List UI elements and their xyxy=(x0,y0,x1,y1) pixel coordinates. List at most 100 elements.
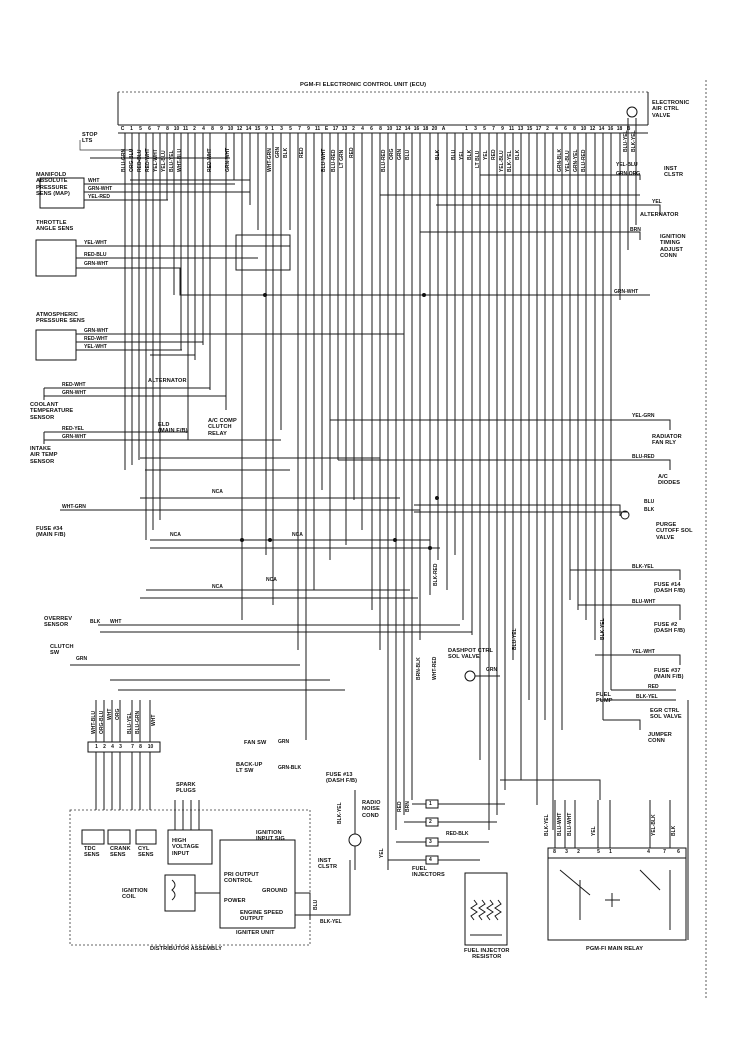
ecu-pin: 16 xyxy=(413,126,420,132)
coolant-sensor-wires xyxy=(43,387,226,400)
ecu-pin: 8 xyxy=(211,126,214,132)
clutch-sw-label: CLUTCH SW xyxy=(50,644,74,657)
nca-label: NCA xyxy=(212,584,223,590)
ecu-pin: E xyxy=(324,126,329,132)
wire-label: BLK xyxy=(283,147,289,158)
dist-pin: 3 xyxy=(119,744,122,750)
ecu-pin: 20 xyxy=(431,126,438,132)
coolant-wire: GRN-WHT xyxy=(62,390,87,396)
ecu-pin: 15 xyxy=(526,126,533,132)
blk-yel-wire: BLK-YEL xyxy=(320,919,342,925)
nca-label: NCA xyxy=(170,532,181,538)
ecu-pin: 5 xyxy=(289,126,292,132)
relay-wire: BLU-WHT xyxy=(567,812,573,836)
ecu-pin: 3 xyxy=(474,126,477,132)
eacv-graphic xyxy=(626,106,638,133)
atmos-sensor-wires xyxy=(35,329,404,361)
ecu-pin: 12 xyxy=(395,126,402,132)
distributor-assembly-label: DISTRIBUTOR ASSEMBLY xyxy=(150,946,223,952)
fuse34-wire: WHT-GRN xyxy=(62,504,86,510)
map-sensor-label: MANIFOLD ABSOLUTE PRESSURE SENS (MAP) xyxy=(36,172,70,198)
dist-pin-row: 1 2 4 3 7 8 10 xyxy=(88,744,160,752)
relay-pin: 3 xyxy=(565,849,568,855)
map-wire: GRN-WHT xyxy=(88,186,113,192)
dist-wire: BLU-GRN xyxy=(135,710,141,734)
ecu-pin: 18 xyxy=(422,126,429,132)
brn-wire: BRN xyxy=(630,227,641,233)
ecu-pin: 11 xyxy=(314,126,321,132)
wire-label: BLU-RED xyxy=(581,149,587,173)
map-sensor-wires xyxy=(39,140,250,209)
wire-label: YEL xyxy=(459,150,465,160)
ecu-pin: 1 xyxy=(465,126,468,132)
clutch-wire: GRN xyxy=(76,656,88,662)
wire-label: BLU-RED xyxy=(331,149,337,173)
stop-lts-label: STOP LTS xyxy=(82,132,98,145)
throttle-sensor-label: THROTTLE ANGLE SENS xyxy=(36,220,74,233)
jumper-conn-label: JUMPER CONN xyxy=(648,732,672,745)
ecu-pin: 14 xyxy=(404,126,411,132)
ecu-pin: B xyxy=(626,126,631,132)
ecu-pin: A xyxy=(441,126,446,132)
backup-lt-sw-label: BACK-UP LT SW xyxy=(236,762,263,775)
ecu-pin: 4 xyxy=(202,126,205,132)
ecu-pin-row-right: 1 3 5 7 9 11 13 15 17 2 4 6 8 10 12 14 1… xyxy=(462,126,642,133)
overrev-wire: WHT xyxy=(110,619,122,625)
wire-label: BLU-YEL xyxy=(169,150,175,172)
ecu-pin: 13 xyxy=(341,126,348,132)
igniter-unit-label: IGNITER UNIT xyxy=(236,930,275,936)
fuel-injectors xyxy=(388,799,508,946)
red-wire: RED xyxy=(648,684,659,690)
backup-wire: GRN-BLK xyxy=(278,765,302,771)
wire-label: RED-WHT xyxy=(207,148,213,172)
inj-wire: BRN xyxy=(405,801,411,812)
dist-wire: WHT xyxy=(107,708,113,720)
ecu-pin: 10 xyxy=(580,126,587,132)
ecu-pin: 13 xyxy=(517,126,524,132)
radio-noise-label: RADIO NOISE COND xyxy=(362,800,381,819)
ecu-pin: 2 xyxy=(193,126,196,132)
relay-wire: BLK xyxy=(671,825,677,836)
wire-label: ORG-BLU xyxy=(129,148,135,172)
inst-clstr-bottom-label: INST CLSTR xyxy=(318,858,338,871)
alternator-label-right: ALTERNATOR xyxy=(640,212,679,218)
ecu-pin: 1 xyxy=(271,126,274,132)
wire-label: LT GRN xyxy=(339,149,345,168)
ecu-pin: 17 xyxy=(535,126,542,132)
right-edge xyxy=(687,80,707,1000)
main-relay-label: PGM-FI MAIN RELAY xyxy=(586,946,644,952)
wire-label: BLK xyxy=(515,149,521,160)
blu-yel-wire: BLU-YEL xyxy=(512,628,518,650)
wire-label: BLK-YEL xyxy=(631,130,637,152)
dist-wire: ORG xyxy=(115,708,121,720)
ecu-pin: 17 xyxy=(332,126,339,132)
blu-wht-wire: BLU-WHT xyxy=(632,599,656,605)
egr-valve-label: EGR CTRL SOL VALVE xyxy=(650,708,682,721)
ac-diodes-label: A/C DIODES xyxy=(658,474,681,487)
wire-label: GRN-WHT xyxy=(225,147,231,172)
wire-label: BLU-YEL xyxy=(623,130,629,152)
right-side-wires xyxy=(330,174,681,730)
map-wire: WHT xyxy=(88,178,100,184)
ecu-pin: 9 xyxy=(501,126,504,132)
wire-label: BLK-YEL xyxy=(507,150,513,172)
wire-label: RED-WHT xyxy=(145,148,151,172)
power-label: POWER xyxy=(224,898,246,904)
wire-label: GRN xyxy=(275,146,281,158)
ecu-pin: 6 xyxy=(370,126,373,132)
wht-red-wire: WHT-RED xyxy=(432,656,438,680)
high-voltage-input-label: HIGH VOLTAGE INPUT xyxy=(172,838,199,857)
relay-pin: 6 xyxy=(677,849,680,855)
injector-number: 3 xyxy=(429,839,432,845)
blk-red-wire: BLK-RED xyxy=(433,563,439,587)
inst-clstr-label: INST CLSTR xyxy=(664,166,684,179)
overrev-sensor-label: OVERREV SENSOR xyxy=(44,616,73,629)
dist-pin: 4 xyxy=(111,744,114,750)
dist-wire: WHT-BLU xyxy=(91,710,97,734)
intake-sensor-wires xyxy=(43,431,281,444)
ecu-pin: 6 xyxy=(148,126,151,132)
relay-wire: YEL xyxy=(591,826,597,836)
fuel-injectors-label: FUEL INJECTORS xyxy=(412,866,445,879)
relay-pin: 1 xyxy=(609,849,612,855)
